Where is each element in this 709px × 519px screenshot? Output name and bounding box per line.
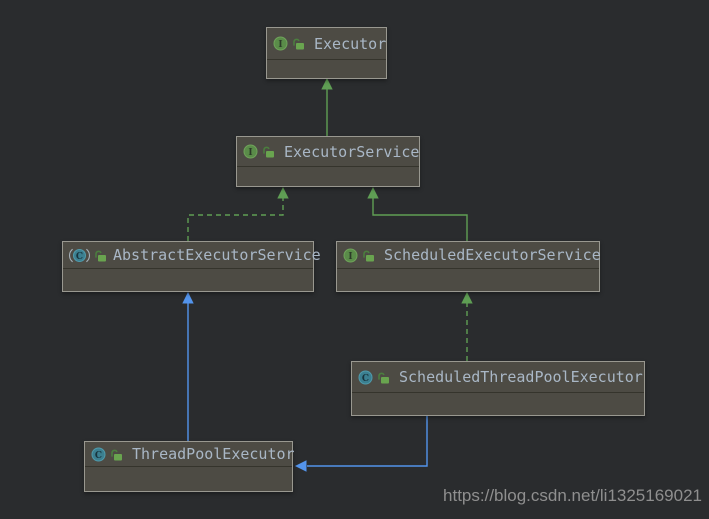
node-body bbox=[63, 269, 313, 291]
class-icon: C bbox=[91, 447, 106, 462]
node-label: ThreadPoolExecutor bbox=[132, 445, 295, 463]
class-node-thread-pool-executor[interactable]: C ThreadPoolExecutor bbox=[84, 441, 295, 492]
node-title: C AbstractExecutorService bbox=[63, 242, 321, 269]
class-node-scheduled-executor-service[interactable]: I ScheduledExecutorService bbox=[336, 241, 601, 292]
class-node-executor[interactable]: I Executor bbox=[266, 27, 387, 79]
svg-text:I: I bbox=[348, 252, 352, 262]
edge-abstractexecutorservice-implements-executorservice bbox=[187, 187, 289, 241]
interface-icon: I bbox=[343, 248, 358, 263]
class-node-scheduled-thread-pool-executor[interactable]: C ScheduledThreadPoolExecutor bbox=[351, 361, 645, 416]
node-label: ScheduledExecutorService bbox=[384, 246, 601, 264]
node-title: I Executor bbox=[267, 28, 386, 60]
interface-icon: I bbox=[273, 36, 288, 51]
node-body bbox=[85, 467, 292, 491]
node-title: I ExecutorService bbox=[237, 137, 419, 167]
node-body bbox=[337, 269, 599, 291]
edge-threadpoolexecutor-extends-abstractexecutorservice bbox=[182, 292, 194, 441]
node-body bbox=[237, 167, 419, 186]
unlocked-padlock-icon bbox=[94, 249, 107, 262]
interface-icon: I bbox=[243, 144, 258, 159]
edge-scheduledthreadpoolexecutor-implements-scheduledexecutorservice bbox=[461, 292, 473, 361]
unlocked-padlock-icon bbox=[262, 145, 275, 158]
edge-scheduledexecutorservice-extends-executorservice bbox=[367, 187, 468, 241]
class-node-executor-service[interactable]: I ExecutorService bbox=[236, 136, 420, 187]
node-label: Executor bbox=[314, 34, 387, 53]
edge-scheduledthreadpoolexecutor-extends-threadpoolexecutor bbox=[295, 416, 428, 472]
class-icon: C bbox=[358, 370, 373, 385]
svg-text:C: C bbox=[95, 450, 102, 460]
svg-text:C: C bbox=[362, 373, 369, 383]
node-body bbox=[352, 393, 644, 415]
node-label: ScheduledThreadPoolExecutor bbox=[399, 368, 643, 386]
unlocked-padlock-icon bbox=[377, 371, 390, 384]
unlocked-padlock-icon bbox=[292, 37, 305, 50]
unlocked-padlock-icon bbox=[362, 249, 375, 262]
class-node-abstract-executor-service[interactable]: C AbstractExecutorService bbox=[62, 241, 321, 292]
abstract-class-icon: C bbox=[69, 248, 90, 263]
watermark-url: https://blog.csdn.net/li1325169021 bbox=[443, 486, 702, 505]
node-label: ExecutorService bbox=[284, 142, 420, 161]
edge-executorservice-extends-executor bbox=[321, 78, 333, 136]
node-title: C ThreadPoolExecutor bbox=[85, 442, 295, 467]
unlocked-padlock-icon bbox=[110, 448, 123, 461]
node-body bbox=[267, 60, 386, 78]
svg-text:I: I bbox=[278, 40, 282, 50]
node-title: C ScheduledThreadPoolExecutor bbox=[352, 362, 644, 393]
node-title: I ScheduledExecutorService bbox=[337, 242, 601, 269]
svg-text:I: I bbox=[248, 148, 252, 158]
svg-text:C: C bbox=[76, 251, 83, 261]
node-label: AbstractExecutorService bbox=[113, 246, 321, 264]
